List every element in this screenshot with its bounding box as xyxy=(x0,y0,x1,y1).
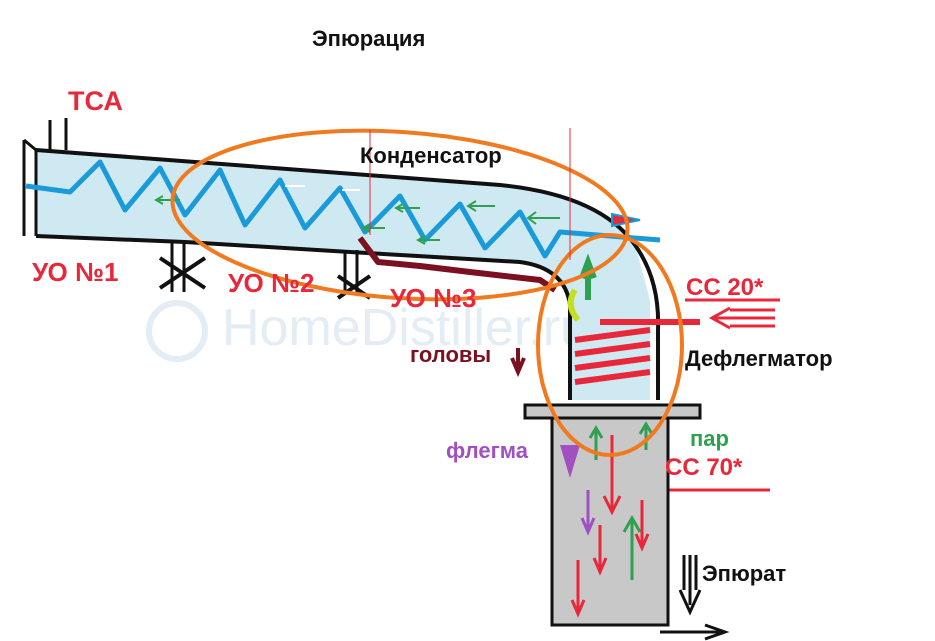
label-condenser: Конденсатор xyxy=(360,143,502,168)
dephlegmator-highlight xyxy=(536,233,684,457)
valve-uo1-icon xyxy=(158,256,207,290)
label-uo1: УО №1 xyxy=(32,257,119,287)
watermark-logo xyxy=(146,300,208,362)
diagram-title: Эпюрация xyxy=(312,26,426,51)
phlegm-drop-icon xyxy=(560,445,580,478)
label-epurat: Эпюрат xyxy=(702,561,787,586)
heads-flow xyxy=(357,236,557,293)
heads-arrow-icon xyxy=(510,348,526,378)
condenser-highlight xyxy=(170,128,630,302)
label-cc70: СС 70* xyxy=(665,454,743,481)
label-heads: головы xyxy=(410,342,492,367)
watermark-text: HomeDistiller.ru xyxy=(222,299,589,357)
column-top-flange xyxy=(523,403,702,420)
dephlegmator-coil xyxy=(574,319,700,385)
green-hook-icon xyxy=(567,288,581,322)
epurat-arrow-icon xyxy=(678,555,702,616)
coolant-coil xyxy=(25,159,661,259)
label-uo3: УО №3 xyxy=(390,283,477,313)
phlegm-arrow-icon xyxy=(580,490,596,536)
label-tsa: ТСА xyxy=(68,86,123,116)
epurat-outflow-icon xyxy=(660,623,730,641)
label-uo2: УО №2 xyxy=(228,268,315,298)
column-heads-arrows xyxy=(570,435,650,618)
cc20-arrow-icon xyxy=(708,306,775,330)
green-arrows xyxy=(153,195,560,245)
label-steam: пар xyxy=(690,426,729,451)
column-body xyxy=(550,416,670,627)
condenser-body xyxy=(36,150,650,400)
tsa-pipe xyxy=(22,118,68,236)
label-dephlegmator: Дефлегматор xyxy=(685,346,833,371)
label-cc20: СС 20* xyxy=(686,274,764,301)
label-phlegm: флегма xyxy=(446,438,529,463)
